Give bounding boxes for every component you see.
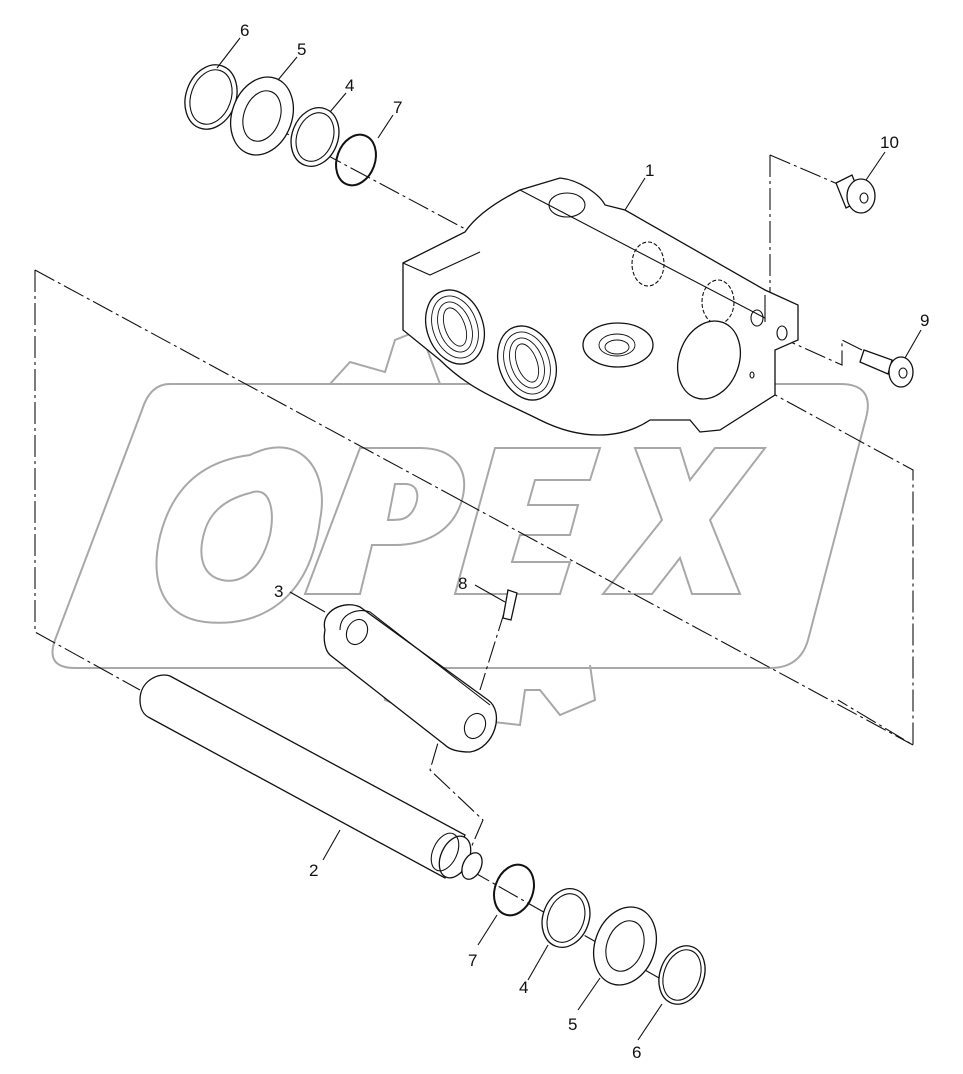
callout-5-top: 5 (297, 40, 306, 59)
callout-3: 3 (274, 582, 283, 601)
washer-bottom (593, 906, 657, 986)
callout-6-bottom: 6 (632, 1043, 641, 1062)
callout-8: 8 (458, 574, 467, 593)
callout-6-top: 6 (240, 21, 249, 40)
leader-lines (216, 37, 922, 1041)
shaft (139, 674, 483, 880)
callout-1: 1 (645, 161, 654, 180)
lever (323, 604, 497, 753)
o-ring-bottom (493, 863, 535, 917)
callouts: 6 5 4 7 1 10 9 3 8 2 7 4 5 6 (240, 21, 929, 1062)
pin (502, 589, 518, 621)
seal-ring-bottom (541, 888, 591, 948)
plug (835, 174, 876, 214)
callout-9: 9 (920, 311, 929, 330)
snap-ring-bottom (658, 945, 706, 1005)
washer-top (230, 76, 294, 156)
callout-7-bottom: 7 (468, 951, 477, 970)
seal-ring-top (290, 107, 340, 167)
callout-10: 10 (880, 133, 899, 152)
valve-body (402, 177, 799, 436)
callout-4-top: 4 (345, 76, 354, 95)
o-ring-top (335, 133, 377, 187)
callout-5-bottom: 5 (568, 1015, 577, 1034)
opex-watermark (51, 328, 869, 727)
callout-4-bottom: 4 (519, 978, 528, 997)
callout-2: 2 (309, 861, 318, 880)
cap-screw (859, 349, 914, 388)
callout-7-top: 7 (393, 98, 402, 117)
